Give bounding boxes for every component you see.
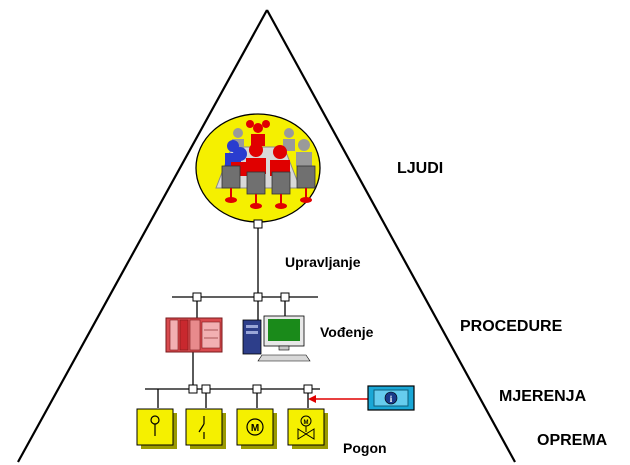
level-label-procedures: PROCEDURE [460, 318, 563, 335]
network-nodes [188, 219, 313, 394]
level-label-people: LJUDI [397, 160, 444, 177]
function-label-drive: Pogon [343, 440, 387, 456]
function-label-control: Vođenje [320, 324, 374, 340]
info-connection-arrow [308, 395, 368, 403]
motor-letter: M [251, 423, 259, 434]
meeting-people-icon [195, 113, 321, 223]
sensor-icon [136, 408, 177, 449]
level-label-measurements: MJERENJA [499, 388, 587, 405]
level-label-equipment: OPREMA [537, 432, 608, 449]
controller-rack-icon [165, 317, 223, 353]
svg-text:i: i [390, 394, 393, 404]
pyramid-outline [17, 9, 516, 463]
valve-motor-icon: M [287, 408, 328, 449]
computer-workstation-icon [242, 315, 311, 362]
switch-icon [185, 408, 226, 449]
valve-letter: M [304, 420, 309, 426]
motor-icon: M [236, 408, 277, 449]
info-icon: i [367, 385, 415, 411]
function-label-management: Upravljanje [285, 254, 361, 270]
